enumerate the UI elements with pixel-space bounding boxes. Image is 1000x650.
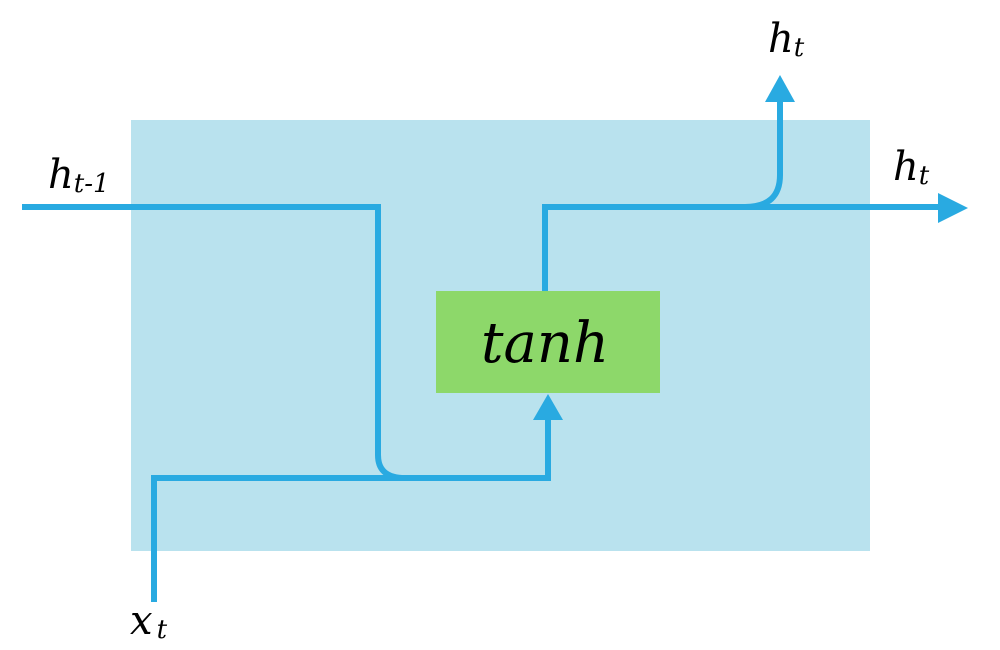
output-wire [542,204,940,291]
input-wire [151,475,420,602]
output-up-wire [744,100,783,210]
tanh-label: tanh [481,311,609,376]
prev-hidden-label: ht-1 [48,152,110,199]
output-right-label: ht [893,144,930,191]
output-right-arrow-icon [938,193,968,223]
arrow-into-tanh-icon [533,394,563,420]
output-up-label: ht [768,16,805,63]
tanh-box [436,291,660,393]
output-up-arrow-icon [765,75,795,102]
